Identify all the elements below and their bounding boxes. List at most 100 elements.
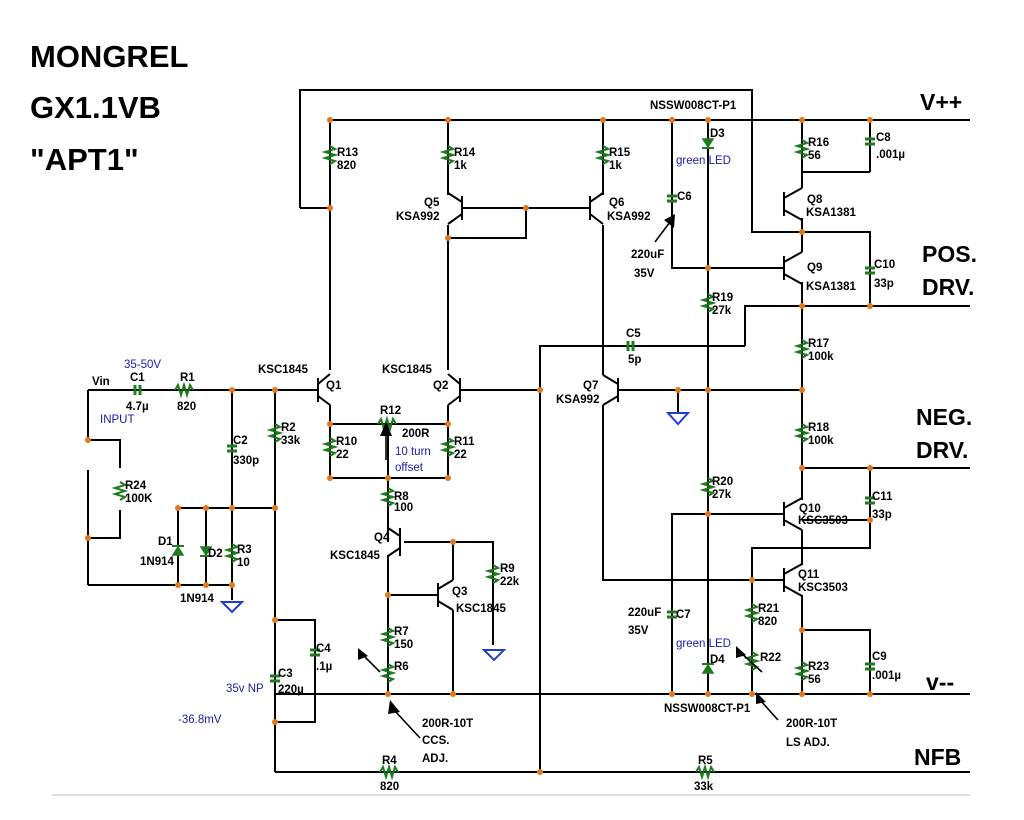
label-r3-ref: R3	[237, 544, 252, 556]
label-c10-ref: C10	[874, 259, 895, 271]
label-r24-ref: R24	[125, 480, 147, 492]
label-r4-ref: R4	[382, 755, 397, 767]
label-offset-voltage: -36.8mV	[178, 714, 222, 726]
label-c7-value: 220uF	[628, 607, 661, 619]
label-q7-ref: Q7	[583, 380, 598, 392]
label-q9-part: KSA1381	[806, 281, 856, 293]
label-r12-value: 200R	[402, 428, 430, 440]
diode-symbols	[171, 138, 715, 674]
label-q8-ref: Q8	[807, 194, 823, 206]
transistor-q6	[589, 192, 604, 225]
label-q5-part: KSA992	[396, 211, 439, 223]
label-c10-value: 33p	[874, 278, 894, 290]
label-q2-ref: Q2	[433, 380, 448, 392]
component-labels: R13 820 R14 1k R15 1k R16 56 C8 .001µ D3…	[92, 100, 905, 793]
label-q7-part: KSA992	[556, 394, 599, 406]
label-r16-ref: R16	[808, 137, 829, 149]
label-ls-1: 200R-10T	[786, 718, 837, 730]
label-vin: Vin	[92, 376, 110, 388]
label-q6-ref: Q6	[609, 197, 624, 209]
label-c1-ref: C1	[130, 372, 145, 384]
label-r16-value: 56	[808, 150, 821, 162]
label-q4-ref: Q4	[374, 532, 390, 544]
title-line-2: GX1.1VB	[30, 90, 161, 125]
transistor-q1	[317, 373, 331, 406]
net-label-vpp: V++	[920, 89, 962, 115]
label-q4-part: KSC1845	[330, 550, 380, 562]
label-r23-value: 56	[808, 674, 821, 686]
label-r18-ref: R18	[808, 422, 830, 434]
label-r18-value: 100k	[808, 435, 834, 447]
label-r7-ref: R7	[394, 626, 409, 638]
label-q3-part: KSC1845	[456, 603, 506, 615]
ground-symbol-icon	[219, 412, 691, 662]
adjustment-arrow-icon	[358, 214, 779, 739]
label-r11-ref: R11	[454, 436, 475, 448]
label-r19-value: 27k	[712, 305, 732, 317]
label-c8-value: .001µ	[876, 149, 905, 161]
net-label-neg-drv-1: NEG.	[916, 404, 972, 430]
label-r1-ref: R1	[180, 372, 195, 384]
label-r21-value: 820	[758, 616, 777, 628]
label-d4-value: green LED	[676, 638, 731, 650]
label-c7-ref: C7	[676, 609, 691, 621]
label-r2-ref: R2	[281, 422, 296, 434]
transistor-q2	[447, 373, 461, 406]
label-supply: 35-50V	[124, 359, 161, 371]
net-label-pos-drv-1: POS.	[922, 241, 977, 267]
label-c6-rating: 35V	[634, 268, 655, 280]
label-c4-ref: C4	[316, 643, 331, 655]
label-d1-ref: D1	[158, 536, 173, 548]
label-q6-part: KSA992	[607, 211, 650, 223]
label-c7-rating: 35V	[628, 625, 649, 637]
label-r23-ref: R23	[808, 661, 829, 673]
transistor-q11	[783, 563, 803, 597]
resistor-symbols	[111, 139, 811, 781]
label-r5-ref: R5	[698, 755, 713, 767]
label-d2-ref: D2	[208, 548, 223, 560]
label-r14-ref: R14	[454, 147, 476, 159]
transistor-q3	[437, 579, 454, 611]
label-r19-ref: R19	[712, 292, 733, 304]
label-r13-ref: R13	[337, 147, 358, 159]
label-r8-value: 100	[394, 502, 413, 514]
transistor-q4	[387, 527, 401, 557]
label-d1-value: 1N914	[140, 556, 174, 568]
label-q2-part: KSC1845	[382, 364, 432, 376]
label-r15-value: 1k	[609, 160, 622, 172]
label-q11-ref: Q11	[798, 569, 820, 581]
net-label-nfb: NFB	[914, 744, 961, 770]
label-q5-ref: Q5	[424, 197, 440, 209]
label-q10-ref: Q10	[799, 503, 821, 515]
label-r4-value: 820	[380, 781, 399, 793]
label-c1-value: 4.7µ	[126, 401, 149, 413]
label-r2-value: 33k	[281, 435, 301, 447]
label-r7-value: 150	[394, 639, 413, 651]
label-r11-value: 22	[454, 449, 467, 461]
label-r22-ref: R22	[760, 652, 781, 664]
transistor-q7	[602, 374, 619, 406]
label-c11-value: 33p	[872, 509, 892, 521]
wiring	[87, 89, 970, 773]
label-ls-2: LS ADJ.	[786, 737, 830, 749]
label-ccs-3: ADJ.	[422, 753, 448, 765]
label-r20-ref: R20	[712, 476, 733, 488]
transistor-q10	[783, 497, 803, 531]
label-d2-value: 1N914	[180, 593, 214, 605]
label-nssw-top: NSSW008CT-P1	[650, 100, 737, 112]
label-r1-value: 820	[177, 401, 196, 413]
label-q11-part: KSC3503	[798, 582, 848, 594]
label-r3-value: 10	[237, 557, 250, 569]
label-q1-ref: Q1	[326, 380, 342, 392]
label-c6-value: 220uF	[631, 249, 664, 261]
label-offset-2: offset	[395, 462, 424, 474]
label-q9-ref: Q9	[807, 262, 822, 274]
label-ccs-2: CCS.	[422, 735, 449, 747]
label-c2-value: 330p	[233, 455, 259, 467]
label-c5-ref: C5	[626, 328, 641, 340]
net-label-neg-drv-2: DRV.	[916, 437, 968, 463]
label-c3-value: 220µ	[278, 684, 304, 696]
label-r17-value: 100k	[808, 351, 834, 363]
label-c9-value: .001µ	[872, 670, 901, 682]
label-r8-ref: R8	[394, 491, 409, 503]
